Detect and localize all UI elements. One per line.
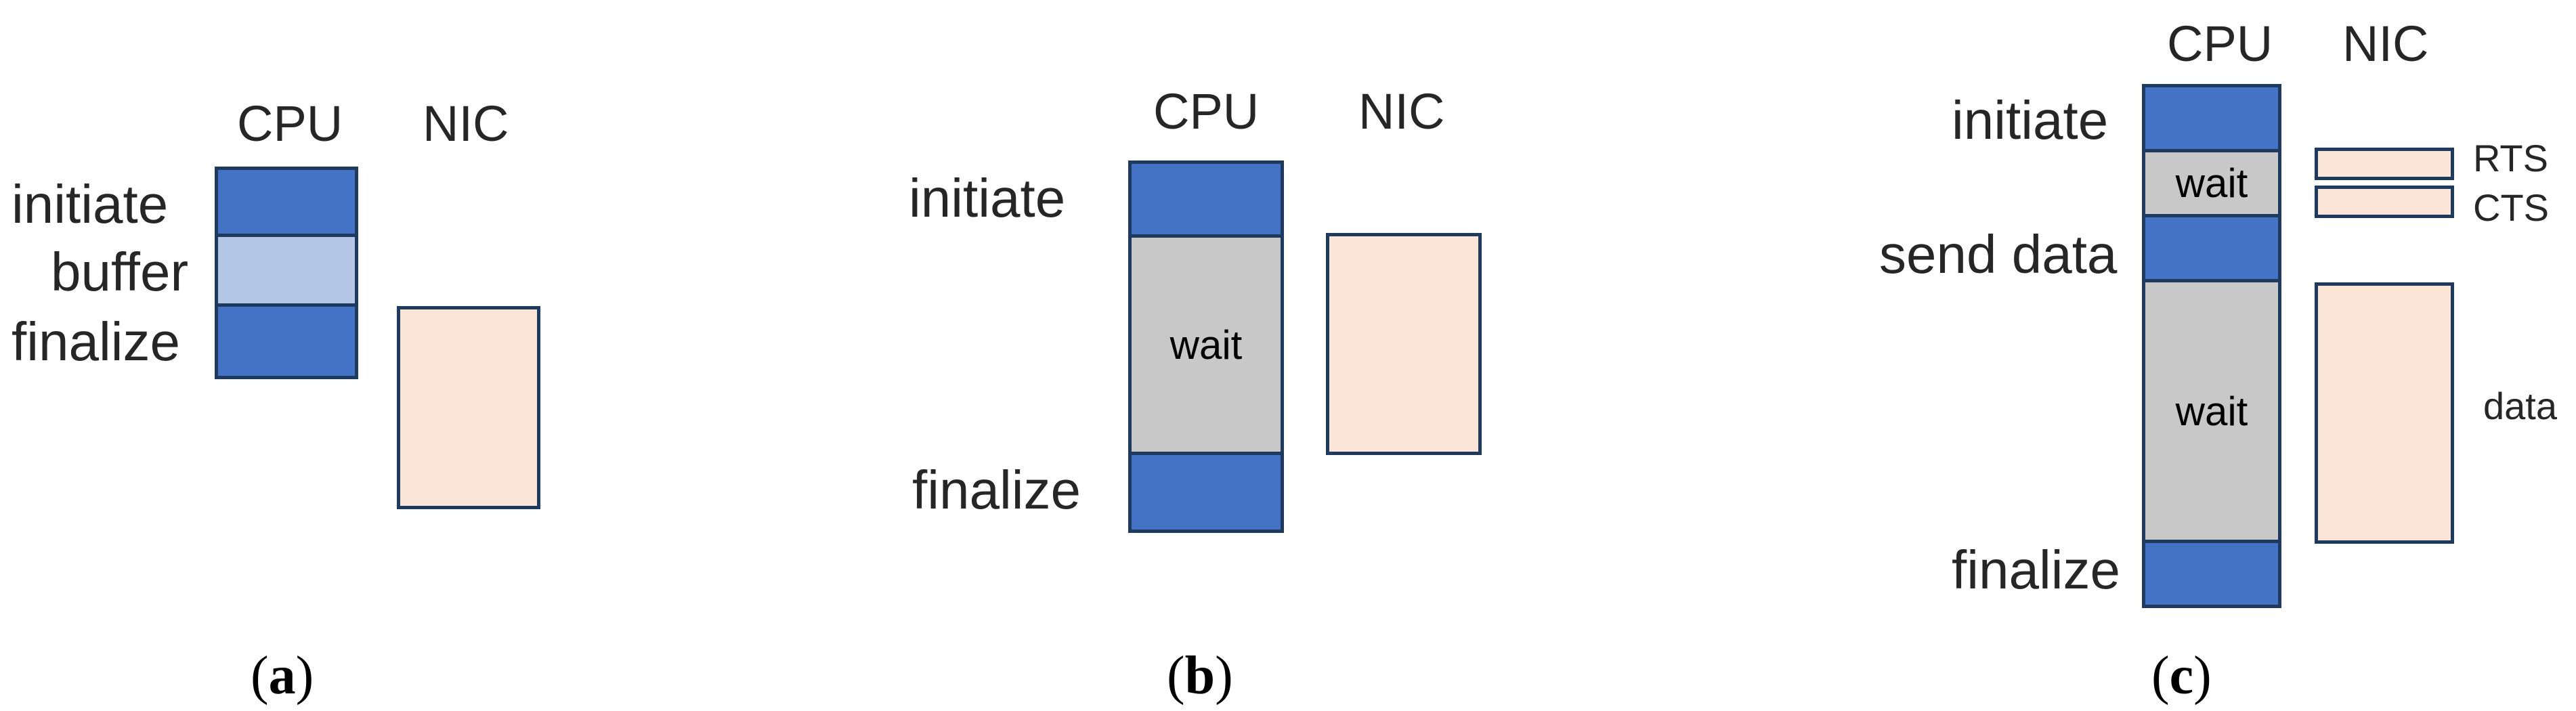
panel-c-nic-header: NIC [2342,16,2429,72]
panel-a-buffer-label: buffer [51,242,189,302]
panel-c-cpu-initiate-block [2142,84,2281,152]
panel-b-finalize-label: finalize [912,460,1081,520]
panel-c-nic-rts-block [2315,148,2454,180]
panel-a-nic-transfer-block [397,306,540,509]
panel-b-cpu-finalize-block [1128,452,1284,533]
panel-b-nic-header: NIC [1358,83,1445,139]
panel-c-cts-label: CTS [2473,186,2549,229]
panel-a-cpu-buffer-block [215,234,358,307]
panel-b-cpu-wait-block: wait [1128,234,1284,455]
panel-c-cpu-finalize-block [2142,540,2281,608]
panel-c-finalize-label: finalize [1952,540,2121,600]
panel-a-initiate-label: initiate [12,174,169,234]
panel-b-initiate-label: initiate [909,168,1066,228]
panel-c-caption: (c) [2151,646,2212,706]
panel-c-cpu-wait-long-block: wait [2142,279,2281,543]
panel-b-cpu-header: CPU [1153,83,1260,139]
panel-b-nic-transfer-block [1326,233,1482,455]
panel-c-initiate-label: initiate [1952,90,2109,150]
panel-c-cpu-send-data-block [2142,214,2281,282]
panel-a-finalize-label: finalize [12,311,181,372]
panel-c-cpu-header: CPU [2167,16,2273,72]
panel-b-cpu-initiate-block [1128,160,1284,238]
panel-c-cpu-wait-short-block: wait [2142,149,2281,217]
panel-a-nic-header: NIC [423,95,509,152]
panel-a-cpu-initiate-block [215,167,358,237]
panel-a-caption: (a) [251,646,314,706]
panel-c-rts-label: RTS [2473,137,2548,179]
panel-b-wait-label: wait [1169,322,1243,368]
panel-c-data-label: data [2483,385,2557,427]
panel-c-send-data-label: send data [1879,224,2118,284]
panel-c-wait-short-label: wait [2175,160,2248,206]
panel-a-cpu-header: CPU [237,95,343,152]
panel-c-nic-data-block [2315,282,2454,544]
panel-a-cpu-finalize-block [215,303,358,379]
panel-c-wait-long-label: wait [2175,388,2248,434]
panel-b-caption: (b) [1167,646,1233,706]
panel-c-nic-cts-block [2315,186,2454,218]
